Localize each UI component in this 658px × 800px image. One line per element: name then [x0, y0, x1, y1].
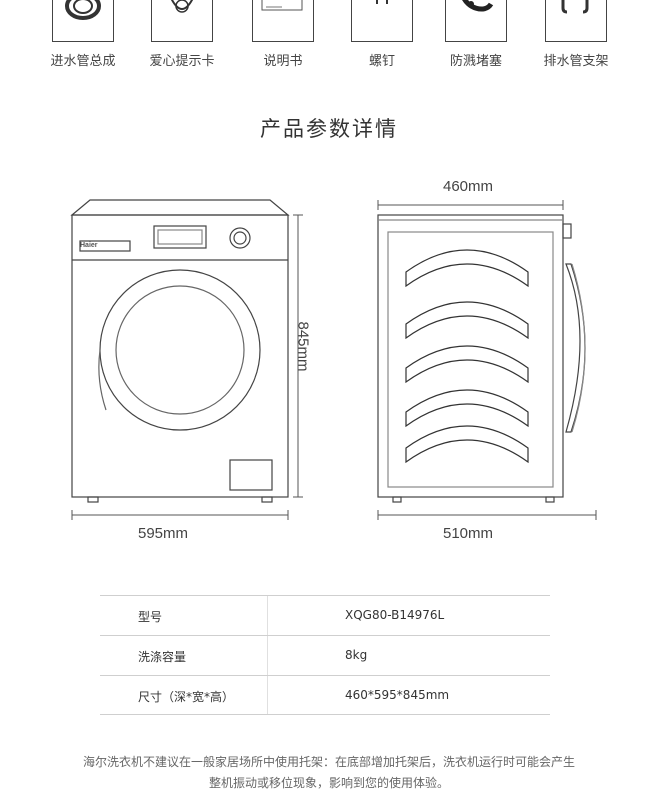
accessory-label: 爱心提示卡	[149, 54, 215, 69]
dimension-depth-bottom: 510mm	[443, 525, 494, 542]
dimension-diagram: Haier 595mm 460mm 510mm 845mm	[0, 160, 658, 560]
drain-bracket-icon	[545, 0, 607, 42]
side-rib	[405, 345, 529, 384]
screw-drawing	[376, 0, 388, 4]
inlet-hose-icon	[52, 0, 114, 42]
accessory-drain-bracket: 排水管支架	[521, 0, 631, 80]
brand-logo: Haier	[80, 242, 98, 249]
spec-key: 洗涤容量	[138, 650, 187, 664]
spec-row: 尺寸（深*宽*高） 460*595*845mm	[100, 675, 550, 715]
section-title: 产品参数详情	[260, 117, 398, 141]
accessories-row: 进水管总成 爱心提示卡 说明书 螺钉 防溅堵塞	[0, 0, 658, 80]
accessory-splash-plug: 防溅堵塞	[421, 0, 531, 80]
spec-table: 型号 XQG80-B14976L 洗涤容量 8kg 尺寸（深*宽*高） 460*…	[100, 595, 550, 715]
spec-value: XQG80-B14976L	[345, 608, 445, 622]
accessory-screw: 螺钉	[327, 0, 437, 80]
spec-value: 8kg	[345, 648, 368, 662]
tip-card-icon	[151, 0, 213, 42]
side-view	[377, 214, 586, 503]
spec-key: 型号	[138, 610, 163, 624]
accessory-inlet-hose: 进水管总成	[28, 0, 138, 80]
accessory-label: 排水管支架	[543, 54, 609, 69]
spec-row: 型号 XQG80-B14976L	[100, 595, 550, 635]
accessory-label: 螺钉	[368, 54, 395, 69]
spec-value: 460*595*845mm	[345, 688, 450, 702]
accessory-label: 进水管总成	[50, 54, 116, 69]
splash-plug-drawing	[462, 0, 494, 12]
manual-icon	[252, 0, 314, 42]
accessory-label: 防溅堵塞	[449, 54, 502, 69]
side-ribs	[405, 249, 529, 464]
side-rib	[405, 389, 529, 428]
inlet-hose-drawing	[65, 0, 101, 20]
notice-line-1: 海尔洗衣机不建议在一般家居场所中使用托架：在底部增加托架后，洗衣机运行时可能会产…	[82, 755, 575, 769]
front-view	[70, 199, 290, 503]
dimension-depth-top: 460mm	[443, 178, 494, 195]
accessory-label: 说明书	[263, 54, 303, 69]
manual-drawing	[261, 0, 303, 11]
spec-column-divider	[267, 595, 268, 715]
dimension-height: 845mm	[294, 321, 312, 372]
side-rib	[405, 425, 529, 464]
drain-bracket-drawing	[561, 0, 589, 14]
screw-icon	[351, 0, 413, 42]
side-rib	[405, 249, 529, 288]
washer-drawing	[70, 199, 597, 520]
notice-line-2: 整机振动或移位现象，影响到您的使用体验。	[208, 776, 449, 790]
accessory-tip-card: 爱心提示卡	[127, 0, 237, 80]
usage-notice: 海尔洗衣机不建议在一般家居场所中使用托架：在底部增加托架后，洗衣机运行时可能会产…	[20, 752, 638, 794]
spec-row: 洗涤容量 8kg	[100, 635, 550, 675]
tip-card-drawing	[170, 0, 194, 13]
dimension-front-width: 595mm	[138, 525, 189, 542]
accessory-manual: 说明书	[228, 0, 338, 80]
spec-key: 尺寸（深*宽*高）	[138, 690, 235, 704]
dimension-lines	[71, 200, 597, 520]
side-rib	[405, 301, 529, 340]
